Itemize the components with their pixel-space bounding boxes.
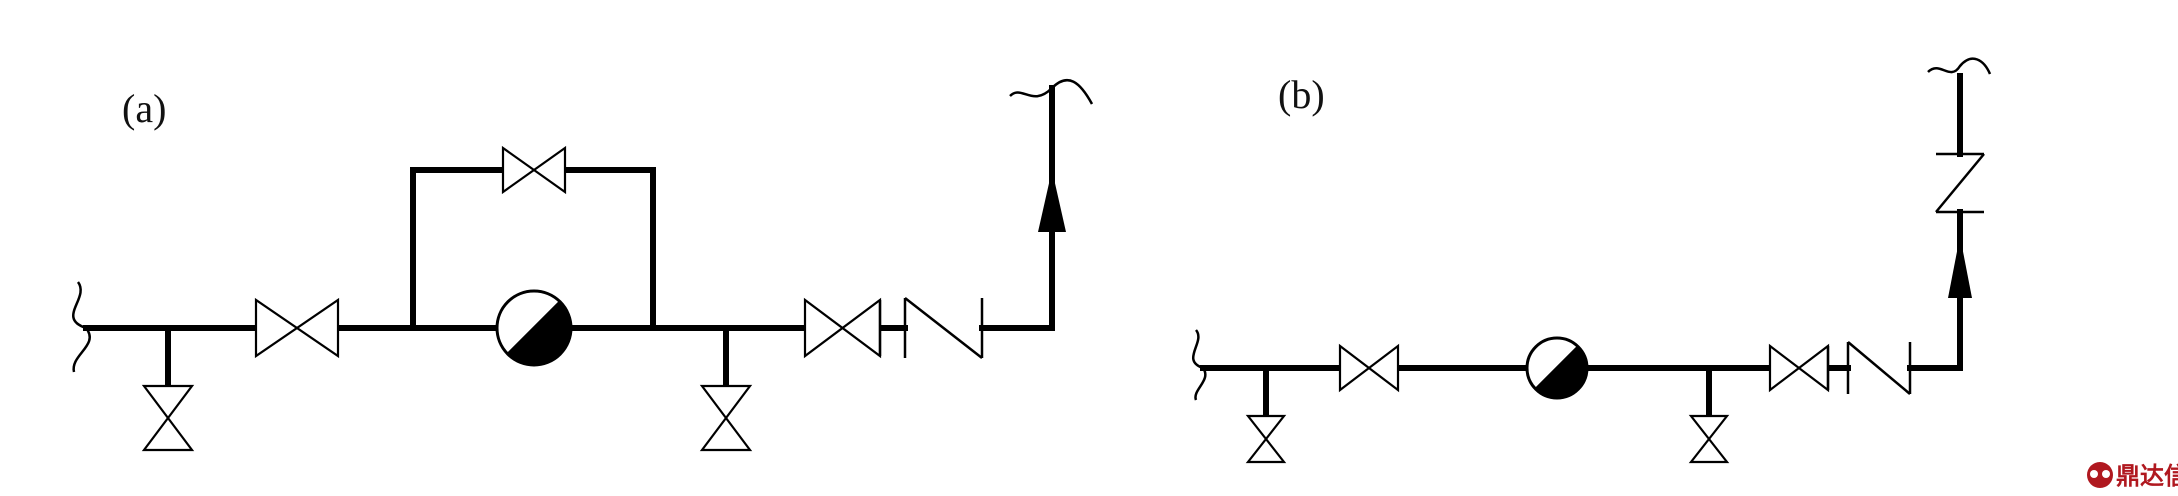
panel-a-label: (a): [122, 86, 166, 131]
panel-b: (b): [1191, 57, 1992, 464]
flow-arrow-icon: [1038, 170, 1066, 232]
flow-meter-icon: [495, 289, 573, 367]
gate-valve-icon: [1768, 343, 1830, 393]
gate-valve-icon: [501, 145, 567, 195]
check-valve-icon: [903, 297, 984, 359]
flow-arrow-icon: [1948, 236, 1972, 298]
panel-a: (a): [72, 78, 1094, 452]
watermark: 鼎达信: [2087, 462, 2178, 490]
pipe-break-icon: [1009, 78, 1094, 105]
gate-valve-icon: [1338, 343, 1400, 393]
pipe-break-icon: [72, 281, 91, 373]
watermark-text: 鼎达信: [2116, 462, 2178, 490]
watermark-logo-icon: [2087, 462, 2113, 488]
check-valve-icon: [1935, 152, 1985, 214]
drain-valve-icon: [141, 384, 195, 452]
panel-b-label: (b): [1278, 72, 1325, 117]
gate-valve-icon: [803, 297, 882, 359]
check-valve-icon: [1846, 341, 1912, 395]
drain-valve-icon: [1245, 414, 1287, 464]
pipe-break-icon: [1191, 329, 1207, 401]
drain-valve-icon: [1688, 414, 1730, 464]
gate-valve-icon: [254, 297, 340, 359]
drain-valve-icon: [699, 384, 753, 452]
flow-meter-icon: [1525, 336, 1589, 400]
pipe-break-icon: [1927, 57, 1992, 75]
panel-b-pipes: [1200, 73, 1963, 419]
